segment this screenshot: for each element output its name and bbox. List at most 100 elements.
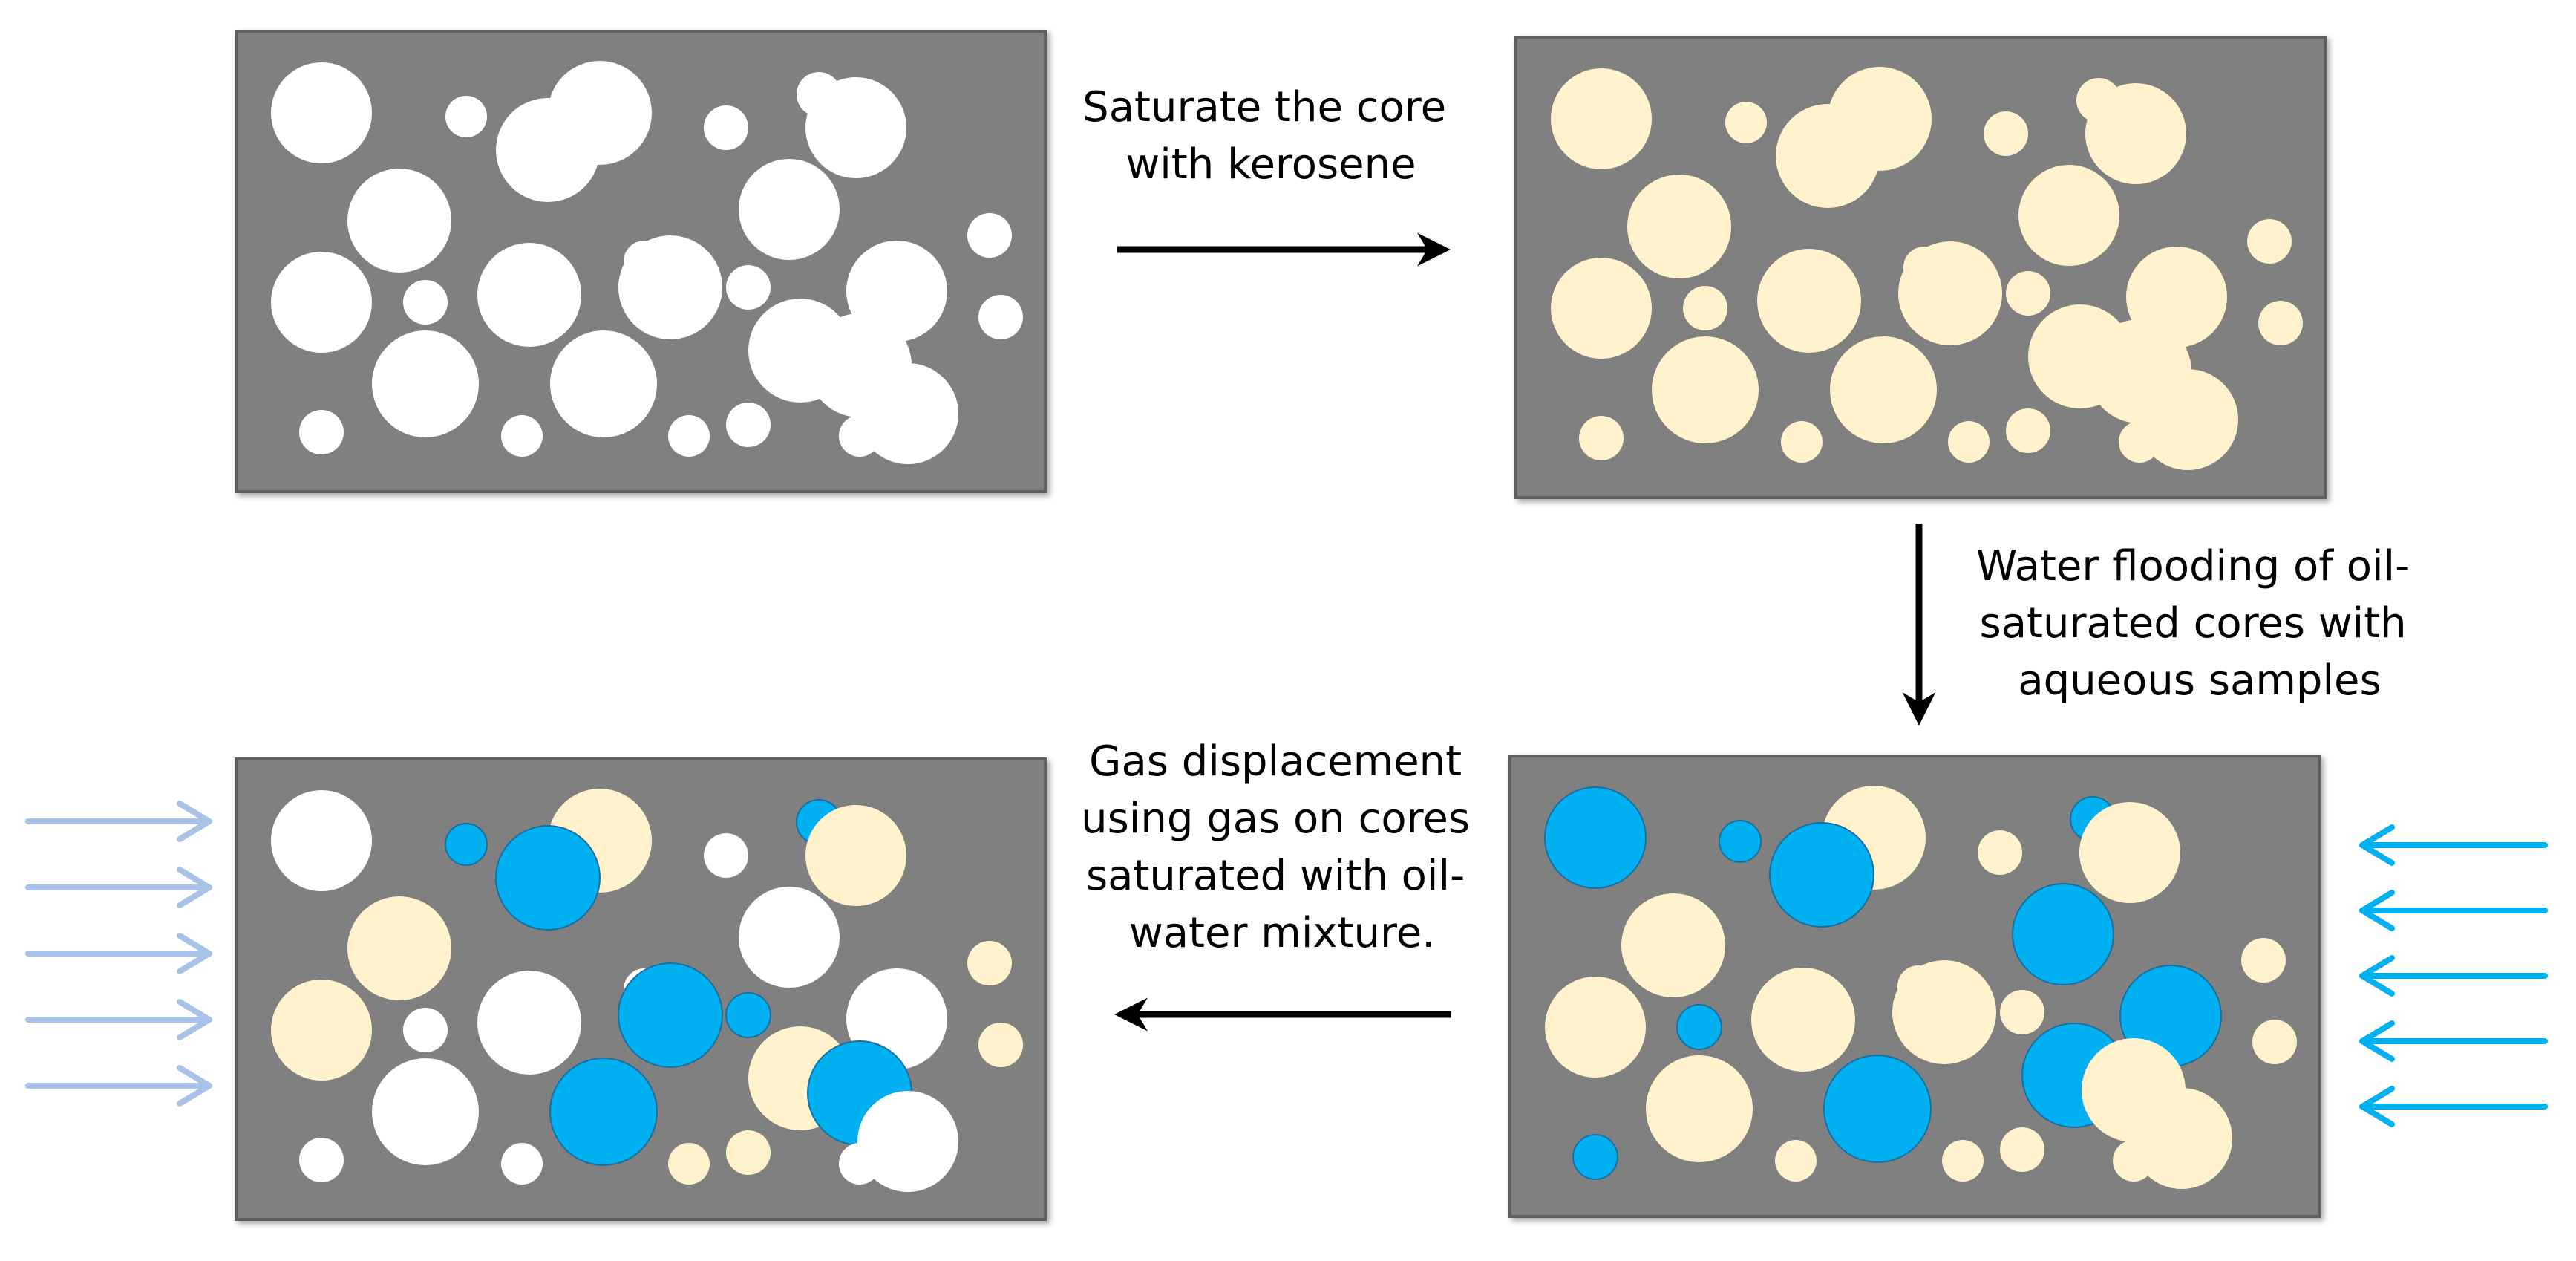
water-injection-arrow — [2359, 1020, 2548, 1062]
oil-filled-pore — [1781, 421, 1823, 463]
saturate-label: Saturate the core with kerosene — [1082, 83, 1459, 189]
empty-pore — [347, 169, 451, 273]
gas-displacement-label-line: using gas on cores — [1081, 795, 1470, 843]
oil-filled-pore — [1948, 421, 1990, 463]
water-injection-arrows — [2359, 824, 2548, 1127]
gas-injection-arrow — [25, 999, 212, 1040]
oil-filled-pore — [1830, 336, 1937, 443]
empty-pore — [704, 833, 748, 878]
oil-filled-pore — [2241, 938, 2286, 983]
oil-filled-pore — [1892, 960, 1996, 1064]
oil-filled-pore — [726, 1130, 771, 1175]
empty-pore — [271, 62, 372, 163]
water-filled-pore — [725, 992, 771, 1038]
oil-filled-pore — [1579, 416, 1624, 460]
oil-filled-pore — [1978, 830, 2022, 875]
oil-filled-pore — [1725, 102, 1767, 143]
gas-injection-arrow — [25, 1065, 212, 1107]
gas-injection-arrow — [25, 801, 212, 842]
water-filled-pore — [1823, 1055, 1932, 1163]
empty-pore — [372, 330, 479, 437]
gas-injection-arrow — [25, 867, 212, 908]
empty-pore — [726, 403, 771, 447]
oil-filled-pore — [2137, 369, 2238, 470]
oil-filled-pore — [1942, 1140, 1984, 1182]
oil-filled-pore — [1545, 977, 1646, 1078]
cores-layer — [235, 30, 2327, 1221]
empty-pore — [501, 1143, 543, 1185]
oil-filled-pore — [1984, 111, 2028, 156]
empty-pore — [668, 415, 710, 457]
water-filled-pore — [1544, 786, 1647, 889]
oil-filled-pore — [1751, 968, 1855, 1072]
empty-pore — [403, 280, 448, 325]
oil-filled-pore — [668, 1143, 710, 1185]
oil-filled-pore — [1898, 241, 2002, 345]
oil-filled-pore — [2079, 802, 2180, 903]
oil-filled-pore — [271, 980, 372, 1081]
gas-injection-arrows — [25, 801, 212, 1107]
core-oil-saturated — [1514, 36, 2327, 499]
oil-filled-pore — [805, 805, 906, 906]
oil-filled-pore — [2006, 271, 2050, 316]
oil-filled-pore — [1627, 175, 1731, 278]
oil-filled-pore — [2018, 165, 2119, 266]
saturate-label-line: Saturate the core — [1082, 83, 1446, 131]
gas-injection-arrow — [25, 933, 212, 974]
oil-filled-pore — [1652, 336, 1759, 443]
oil-filled-pore — [1683, 286, 1727, 330]
core-gas-displaced — [235, 757, 1047, 1221]
empty-pore — [445, 96, 487, 137]
empty-pore — [726, 265, 771, 310]
oil-filled-pore — [1776, 104, 1880, 208]
empty-pore — [299, 410, 344, 454]
gas-displacement-label-line: water mixture. — [1129, 909, 1435, 957]
oil-filled-pore — [2006, 408, 2050, 453]
core-dry — [235, 30, 1047, 493]
water-injection-arrow — [2359, 824, 2548, 866]
empty-pore — [550, 330, 657, 437]
oil-filled-pore — [1757, 249, 1861, 353]
waterflood-label-line: aqueous samples — [2018, 656, 2381, 705]
empty-pore — [477, 971, 581, 1075]
water-filled-pore — [1719, 820, 1762, 863]
empty-pore — [739, 887, 840, 988]
empty-pore — [403, 1008, 448, 1052]
waterflood-label: Water flooding of oil- saturated cores w… — [1976, 542, 2423, 705]
empty-pore — [496, 98, 600, 202]
empty-pore — [739, 159, 840, 260]
oil-filled-pore — [1551, 68, 1652, 169]
water-filled-pore — [2012, 883, 2114, 985]
waterflood-label-line: Water flooding of oil- — [1976, 542, 2410, 590]
empty-pore — [978, 295, 1023, 339]
empty-pore — [372, 1058, 479, 1165]
water-filled-pore — [495, 825, 601, 931]
water-filled-pore — [1676, 1004, 1722, 1050]
empty-pore — [271, 790, 372, 891]
water-injection-arrow — [2359, 890, 2548, 931]
empty-pore — [618, 235, 722, 339]
oil-filled-pore — [2258, 301, 2303, 345]
empty-pore — [967, 213, 1012, 258]
oil-filled-pore — [2000, 1127, 2044, 1172]
gas-displacement-label: Gas displacement using gas on cores satu… — [1081, 737, 1483, 957]
empty-pore — [477, 243, 581, 347]
oil-filled-pore — [347, 896, 451, 1000]
empty-pore — [857, 363, 958, 464]
empty-pore — [857, 1091, 958, 1192]
empty-pore — [501, 415, 543, 457]
empty-pore — [704, 105, 748, 150]
water-filled-pore — [445, 823, 488, 866]
empty-pore — [271, 252, 372, 353]
saturate-label-line: with kerosene — [1125, 140, 1416, 189]
empty-pore — [299, 1138, 344, 1182]
water-filled-pore — [618, 962, 723, 1068]
oil-filled-pore — [1551, 258, 1652, 359]
water-injection-arrow — [2359, 1086, 2548, 1127]
oil-filled-pore — [1775, 1140, 1817, 1182]
water-filled-pore — [1572, 1134, 1618, 1180]
oil-filled-pore — [1621, 893, 1725, 997]
oil-filled-pore — [967, 941, 1012, 985]
waterflood-label-line: saturated cores with — [1980, 599, 2407, 648]
